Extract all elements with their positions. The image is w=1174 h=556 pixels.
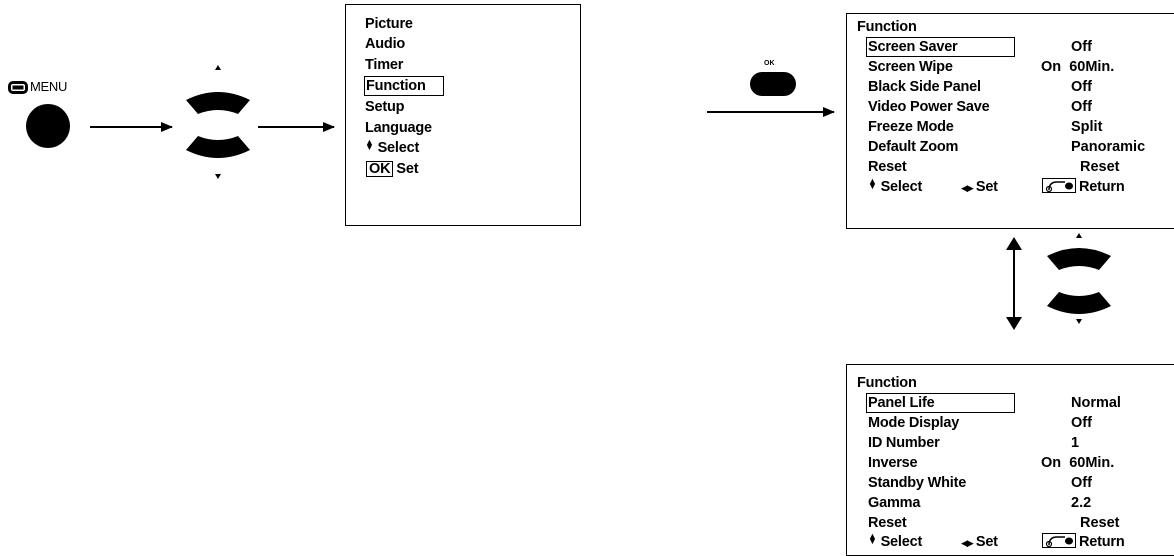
set-hint-2: ◀▶Set <box>961 533 998 552</box>
up-cursor-button-2[interactable] <box>1047 248 1111 270</box>
ok-button-label: OK <box>764 60 775 67</box>
function-menu-page-2: Function Panel Life Normal Mode Display … <box>846 364 1174 556</box>
return-arrow-icon <box>1045 181 1073 192</box>
row-mode-display[interactable]: Mode Display <box>868 415 960 431</box>
value-id-number: 1 <box>1071 435 1080 451</box>
row-freeze-mode[interactable]: Freeze Mode <box>868 119 954 135</box>
value-default-zoom: Panoramic <box>1071 139 1146 155</box>
function-menu-title: Function <box>857 19 917 35</box>
menu-item-language[interactable]: Language <box>365 120 432 136</box>
menu-button-label: MENU <box>30 79 68 94</box>
down-triangle-icon-2 <box>1076 319 1082 324</box>
value-panel-life: Normal <box>1071 395 1121 411</box>
up-down-arrows-icon: ▲▼ <box>868 176 877 191</box>
value-inverse: On 60Min. <box>1041 455 1115 471</box>
menu-button[interactable] <box>26 104 70 148</box>
up-triangle-icon <box>215 65 221 70</box>
down-cursor-button[interactable] <box>186 136 250 158</box>
row-reset-2[interactable]: Reset <box>868 515 907 531</box>
up-down-arrows-icon: ▲▼ <box>868 531 877 546</box>
menu-item-picture[interactable]: Picture <box>365 16 413 32</box>
hint-row: ▲▼ Select <box>868 176 923 196</box>
return-hint-2: Return <box>1042 533 1125 551</box>
row-inverse[interactable]: Inverse <box>868 455 918 471</box>
menu-item-function-selected[interactable]: Function <box>364 76 444 96</box>
row-standby-white[interactable]: Standby White <box>868 475 967 491</box>
ok-key-icon: OK <box>366 161 394 177</box>
row-reset[interactable]: Reset <box>868 159 907 175</box>
value-screen-wipe: On 60Min. <box>1041 59 1115 75</box>
value-standby-white: Off <box>1071 475 1092 491</box>
left-right-arrows-icon: ◀▶ <box>961 538 974 548</box>
up-down-arrows-icon: ▲▼ <box>365 137 374 152</box>
value-video-power-save: Off <box>1071 99 1092 115</box>
down-cursor-button-2[interactable] <box>1047 292 1111 314</box>
row-screen-saver-selected[interactable]: Screen Saver <box>866 37 1015 57</box>
row-panel-life-selected[interactable]: Panel Life <box>866 393 1015 413</box>
value-mode-display: Off <box>1071 415 1092 431</box>
return-hint-label: Return <box>1079 534 1125 550</box>
select-hint-row: ▲▼ Select <box>365 137 420 157</box>
return-key-icon <box>1042 178 1076 193</box>
return-hint: Return <box>1042 178 1125 196</box>
set-hint-label: Set <box>396 161 419 177</box>
menu-item-setup[interactable]: Setup <box>365 99 405 115</box>
set-hint: ◀▶Set <box>961 178 998 197</box>
set-hint-label: Set <box>975 534 998 550</box>
up-cursor-button[interactable] <box>186 92 250 114</box>
up-triangle-icon-2 <box>1076 233 1082 238</box>
function-menu-title-2: Function <box>857 375 917 391</box>
value-gamma: 2.2 <box>1071 495 1092 511</box>
value-reset-2: Reset <box>1080 515 1120 531</box>
value-reset: Reset <box>1080 159 1120 175</box>
row-default-zoom[interactable]: Default Zoom <box>868 139 959 155</box>
return-arrow-icon <box>1045 536 1073 547</box>
select-hint-label: Select <box>880 534 923 550</box>
value-screen-saver: Off <box>1071 39 1092 55</box>
main-menu-panel: Picture Audio Timer Function Setup Langu… <box>345 4 581 226</box>
row-black-side-panel[interactable]: Black Side Panel <box>868 79 981 95</box>
return-key-icon <box>1042 533 1076 548</box>
select-hint-label: Select <box>377 140 420 156</box>
double-arrow-vertical <box>1006 237 1022 330</box>
menu-item-timer[interactable]: Timer <box>365 57 404 73</box>
value-freeze-mode: Split <box>1071 119 1103 135</box>
function-menu-page-1: Function Screen Saver Off Screen Wipe On… <box>846 13 1174 229</box>
value-black-side-panel: Off <box>1071 79 1092 95</box>
row-gamma[interactable]: Gamma <box>868 495 921 511</box>
up-down-cursor-buttons-2 <box>1047 233 1111 324</box>
set-hint-label: Set <box>975 179 998 195</box>
row-video-power-save[interactable]: Video Power Save <box>868 99 990 115</box>
row-screen-wipe[interactable]: Screen Wipe <box>868 59 953 75</box>
up-down-cursor-buttons <box>186 65 250 179</box>
select-hint-label: Select <box>880 179 923 195</box>
row-id-number[interactable]: ID Number <box>868 435 940 451</box>
menu-item-audio[interactable]: Audio <box>365 36 406 52</box>
return-hint-label: Return <box>1079 179 1125 195</box>
ok-button[interactable] <box>750 72 796 96</box>
left-right-arrows-icon: ◀▶ <box>961 183 974 193</box>
menu-icon <box>8 81 28 94</box>
down-triangle-icon <box>215 174 221 179</box>
hint-row-2: ▲▼ Select <box>868 531 923 551</box>
